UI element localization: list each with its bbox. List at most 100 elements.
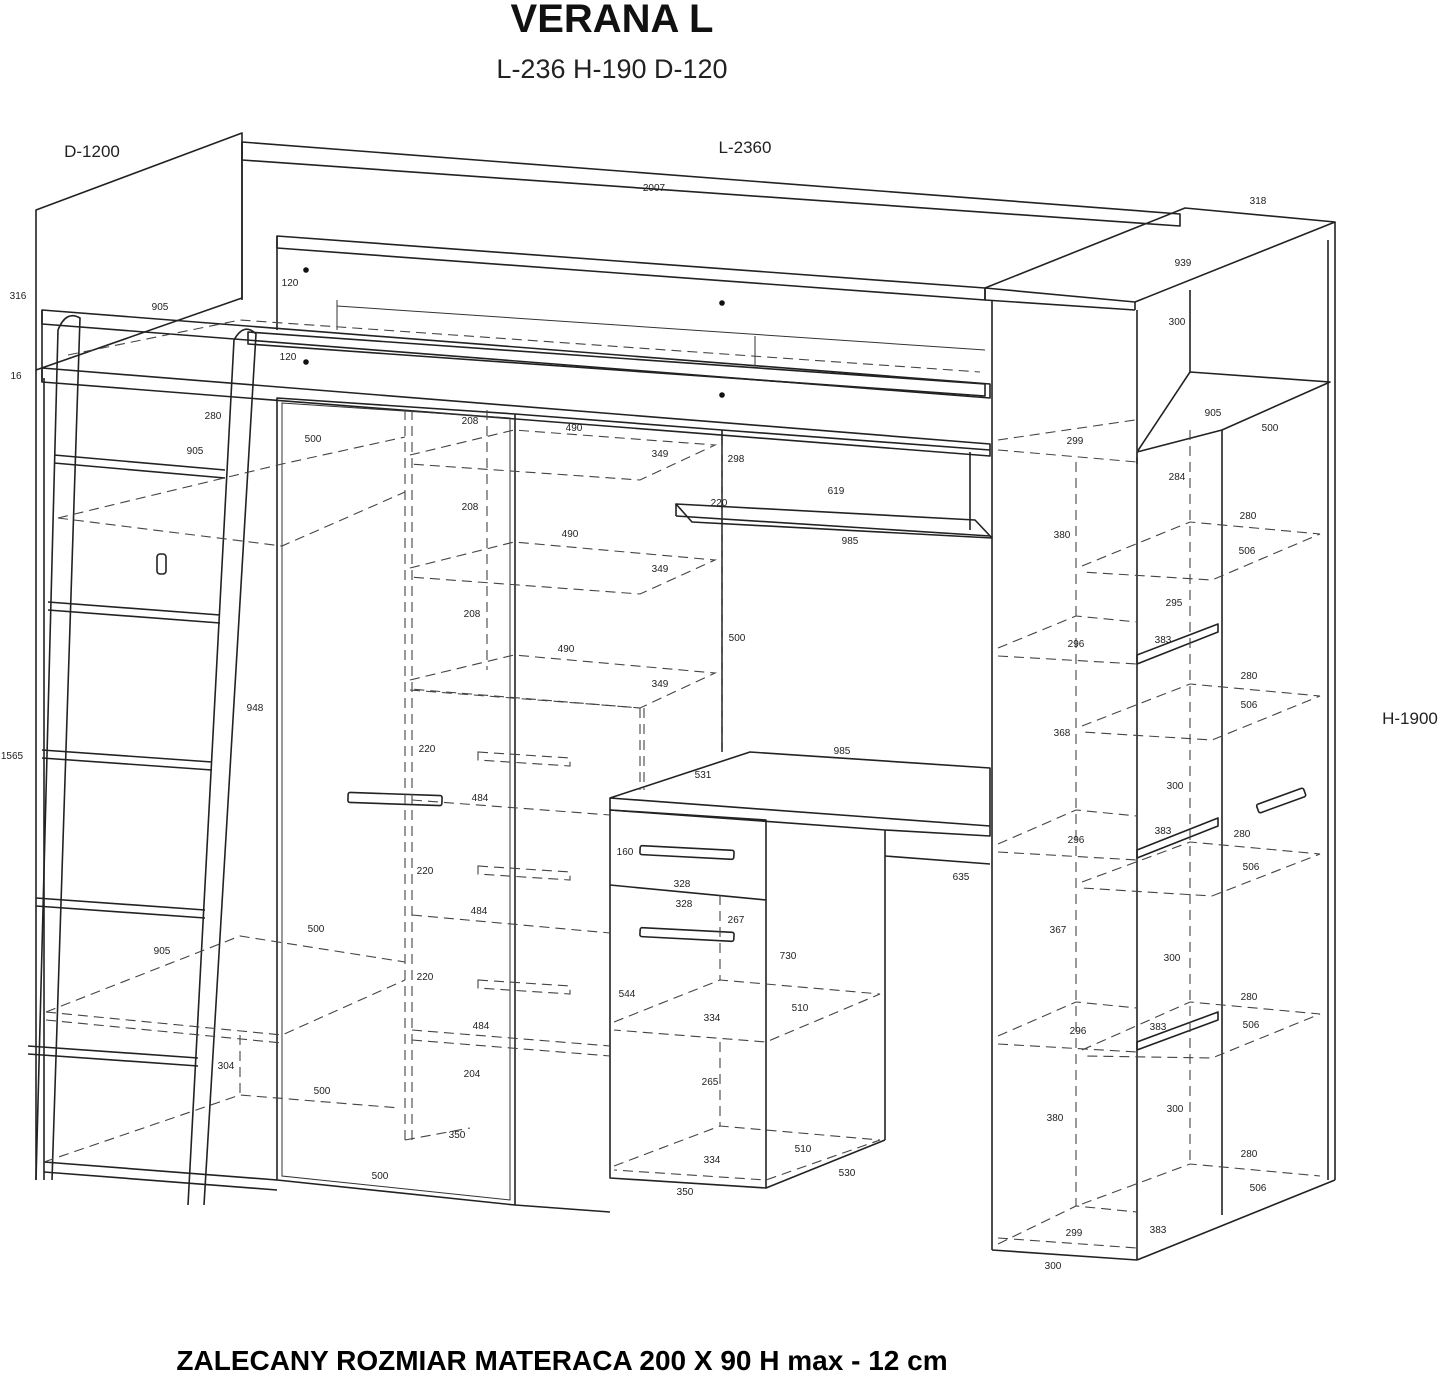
- dim-label: 300: [1167, 781, 1184, 792]
- dim-label: 208: [462, 416, 479, 427]
- dim-label: 531: [695, 770, 712, 781]
- dim-label: 506: [1243, 862, 1260, 873]
- dim-label: 334: [704, 1013, 721, 1024]
- wardrobe: [276, 397, 723, 1213]
- dim-label: 544: [619, 989, 636, 1000]
- dim-label: 939: [1175, 258, 1192, 269]
- dim-label: 500: [1262, 423, 1279, 434]
- dim-label: 500: [729, 633, 746, 644]
- dim-label: 619: [828, 486, 845, 497]
- dim-label: 220: [417, 972, 434, 983]
- ladder: [27, 314, 257, 1206]
- dim-label: 367: [1050, 925, 1067, 936]
- assembly-holes: [303, 267, 725, 398]
- dim-label: 2007: [643, 183, 666, 194]
- dim-label: 500: [314, 1086, 331, 1097]
- dim-label: 300: [1164, 953, 1181, 964]
- dim-label: 383: [1150, 1022, 1167, 1033]
- dim-label: 905: [152, 302, 169, 313]
- product-dimensions: L-236 H-190 D-120: [496, 54, 727, 84]
- dim-label: 506: [1241, 700, 1258, 711]
- dim-label: 296: [1068, 835, 1085, 846]
- dim-label: 490: [566, 423, 583, 434]
- dim-label: 300: [1045, 1261, 1062, 1272]
- dim-label: 985: [842, 536, 859, 547]
- desk: [609, 429, 993, 1189]
- dim-label: 530: [839, 1168, 856, 1179]
- dim-label: 730: [780, 951, 797, 962]
- dim-label: 506: [1239, 546, 1256, 557]
- dim-label: 265: [702, 1077, 719, 1088]
- dim-label: 500: [308, 924, 325, 935]
- dim-label: 16: [10, 371, 22, 382]
- hidden-lines: [43, 319, 1321, 1249]
- dim-label: 490: [558, 644, 575, 655]
- dim-label: 280: [1241, 1149, 1258, 1160]
- dim-label: 299: [1067, 436, 1084, 447]
- dim-label: 298: [728, 454, 745, 465]
- dim-label: 280: [205, 411, 222, 422]
- dim-label: 510: [792, 1003, 809, 1014]
- shelving-unit: [984, 207, 1336, 1261]
- dim-label: 905: [154, 946, 171, 957]
- dim-label: 280: [1240, 511, 1257, 522]
- dim-label: 948: [247, 703, 264, 714]
- dim-label: 208: [462, 502, 479, 513]
- dim-label: 506: [1243, 1020, 1260, 1031]
- dim-label: 349: [652, 449, 669, 460]
- dimension-labels: 2007 318 939 120 120 316 905 16 280 905 …: [1, 183, 1279, 1272]
- length-label: L-2360: [719, 138, 772, 157]
- dim-label: 368: [1054, 728, 1071, 739]
- dim-label: 304: [218, 1061, 235, 1072]
- dim-label: 296: [1068, 639, 1085, 650]
- dim-label: 350: [677, 1187, 694, 1198]
- dim-label: 328: [676, 899, 693, 910]
- dim-label: 349: [652, 679, 669, 690]
- dim-label: 905: [187, 446, 204, 457]
- dim-label: 334: [704, 1155, 721, 1166]
- dim-label: 220: [417, 866, 434, 877]
- dim-label: 316: [10, 291, 27, 302]
- dim-label: 160: [617, 847, 634, 858]
- dim-label: 500: [305, 434, 322, 445]
- dim-label: 985: [834, 746, 851, 757]
- dim-label: 510: [795, 1144, 812, 1155]
- dim-label: 484: [473, 1021, 490, 1032]
- depth-label: D-1200: [64, 142, 120, 161]
- product-title: VERANA L: [511, 0, 714, 41]
- dim-label: 500: [372, 1171, 389, 1182]
- dim-label: 350: [449, 1130, 466, 1141]
- dim-label: 280: [1234, 829, 1251, 840]
- dim-label: 383: [1150, 1225, 1167, 1236]
- dim-label: 318: [1250, 196, 1267, 207]
- dim-label: 120: [280, 352, 297, 363]
- dim-label: 380: [1054, 530, 1071, 541]
- dim-label: 300: [1167, 1104, 1184, 1115]
- dim-label: 506: [1250, 1183, 1267, 1194]
- dim-label: 220: [419, 744, 436, 755]
- dim-label: 220: [711, 498, 728, 509]
- dim-label: 296: [1070, 1026, 1087, 1037]
- dim-label: 267: [728, 915, 745, 926]
- dim-label: 349: [652, 564, 669, 575]
- dim-label: 208: [464, 609, 481, 620]
- dim-label: 380: [1047, 1113, 1064, 1124]
- dim-label: 120: [282, 278, 299, 289]
- dim-label: 1565: [1, 751, 24, 762]
- dim-label: 490: [562, 529, 579, 540]
- dim-label: 300: [1169, 317, 1186, 328]
- bed-frame: [35, 132, 1181, 1191]
- dim-label: 204: [464, 1069, 481, 1080]
- dim-label: 280: [1241, 992, 1258, 1003]
- dim-label: 905: [1205, 408, 1222, 419]
- dim-label: 328: [674, 879, 691, 890]
- dim-label: 299: [1066, 1228, 1083, 1239]
- dim-label: 383: [1155, 635, 1172, 646]
- height-label: H-1900: [1382, 709, 1438, 728]
- dim-label: 295: [1166, 598, 1183, 609]
- dim-label: 484: [471, 906, 488, 917]
- dim-label: 484: [472, 793, 489, 804]
- mattress-recommendation: ZALECANY ROZMIAR MATERACA 200 X 90 H max…: [176, 1345, 947, 1376]
